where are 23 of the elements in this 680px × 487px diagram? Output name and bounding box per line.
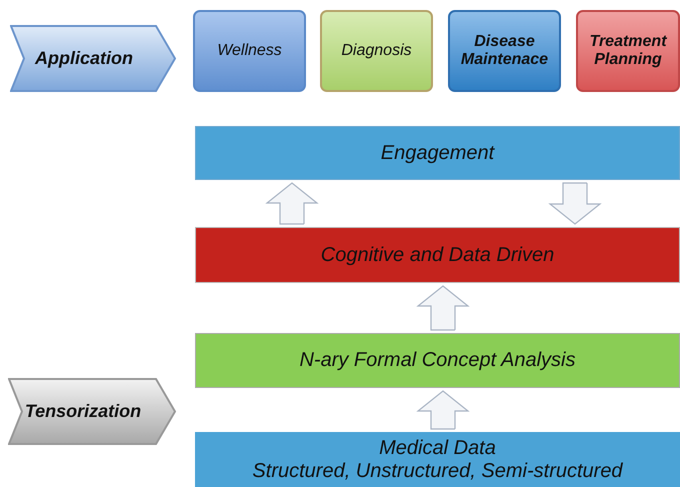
application-label: Wellness: [217, 42, 282, 60]
layer-band: [195, 126, 680, 180]
layer-label: Structured, Unstructured, Semi-structured: [252, 460, 623, 482]
layer-band: [195, 227, 680, 283]
block-arrow: [548, 182, 602, 225]
layer-label: N-ary Formal Concept Analysis: [299, 349, 576, 372]
application-box: [193, 10, 306, 92]
stage-label: Tensorization: [24, 401, 142, 422]
layer-band: [195, 333, 680, 388]
application-label: Disease Maintenace: [460, 32, 550, 70]
application-box: [320, 10, 433, 92]
application-box: [576, 10, 680, 92]
layer-band: [195, 432, 680, 487]
stage-label: Application: [35, 48, 133, 69]
layer-label: Medical Data: [379, 436, 496, 460]
layer-label: Engagement: [380, 142, 494, 164]
block-arrow: [265, 182, 319, 225]
block-arrow: [416, 390, 470, 430]
application-label: Treatment Planning: [588, 32, 668, 70]
layer-label: Cognitive and Data Driven: [320, 244, 554, 266]
block-arrow: [416, 285, 470, 331]
application-label: Diagnosis: [341, 42, 412, 60]
application-box: [448, 10, 561, 92]
